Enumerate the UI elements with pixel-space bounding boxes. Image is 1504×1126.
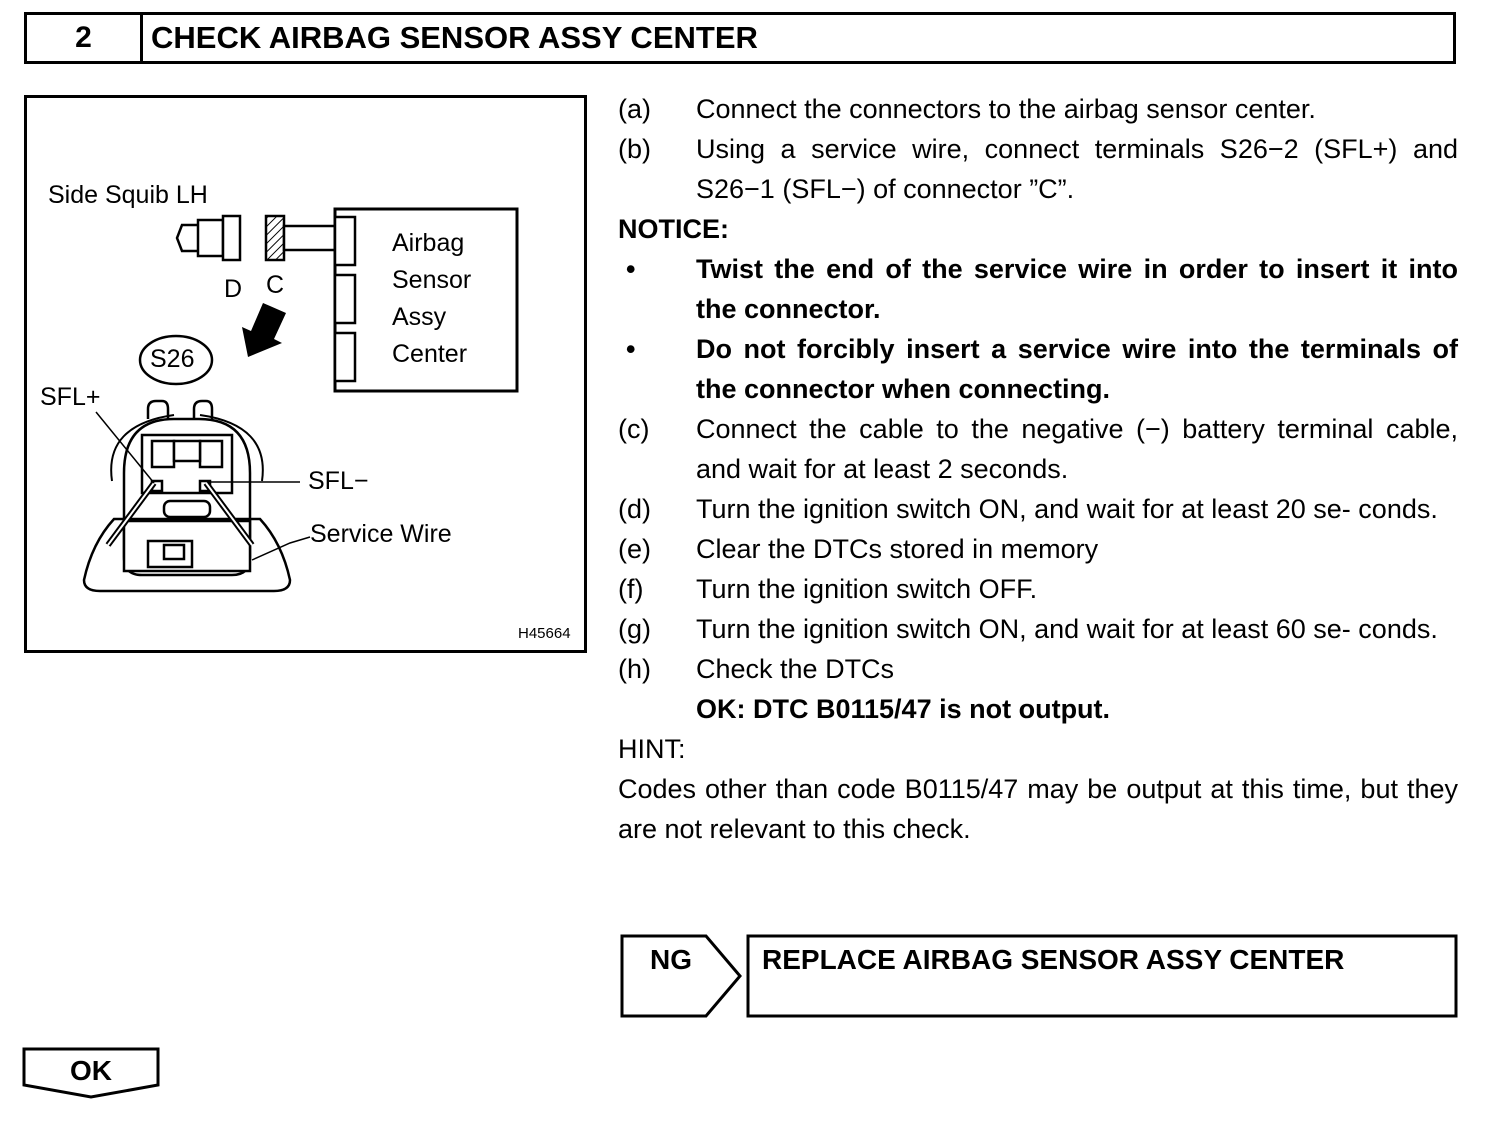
step-e: (e) Clear the DTCs stored in memory xyxy=(618,529,1458,569)
notice-item: • Do not forcibly insert a service wire … xyxy=(618,329,1458,409)
connector-c-label: C xyxy=(266,271,285,299)
ng-label: NG xyxy=(650,944,692,975)
step-marker: (h) xyxy=(618,654,651,684)
bullet-marker: • xyxy=(626,334,636,364)
connector-c-shape xyxy=(264,214,286,262)
step-h: (h) Check the DTCs xyxy=(618,649,1458,689)
step-text: Turn the ignition switch ON, and wait fo… xyxy=(696,614,1438,644)
step-marker: (a) xyxy=(618,94,651,124)
step-a: (a) Connect the connectors to the airbag… xyxy=(618,89,1458,129)
step-number: 2 xyxy=(27,15,143,61)
step-title: CHECK AIRBAG SENSOR ASSY CENTER xyxy=(151,20,758,55)
step-marker: (d) xyxy=(618,494,651,524)
ng-action: REPLACE AIRBAG SENSOR ASSY CENTER xyxy=(762,944,1345,975)
illustration-drawing xyxy=(24,95,587,653)
ng-box-frame xyxy=(620,934,1458,1018)
ok-label: OK xyxy=(70,1055,112,1086)
step-text: Connect the connectors to the airbag sen… xyxy=(696,94,1316,124)
notice-item: • Twist the end of the service wire in o… xyxy=(618,249,1458,329)
step-text: Check the DTCs xyxy=(696,654,895,684)
step-marker: (g) xyxy=(618,614,651,644)
s26-connector xyxy=(82,399,292,593)
sensor-label-line3: Assy xyxy=(392,303,447,331)
connector-d-label: D xyxy=(224,275,243,303)
side-squib-plug xyxy=(175,214,242,262)
step-g: (g) Turn the ignition switch ON, and wai… xyxy=(618,609,1458,649)
step-text: Clear the DTCs stored in memory xyxy=(696,534,1099,564)
step-c: (c) Connect the cable to the negative (−… xyxy=(618,409,1458,489)
ok-box-frame xyxy=(22,1047,160,1099)
connector-id-ellipse xyxy=(138,334,214,386)
step-marker: (b) xyxy=(618,134,651,164)
sfl-minus-label: SFL− xyxy=(308,467,369,495)
sensor-label-line4: Center xyxy=(392,340,468,368)
hint-heading: HINT: xyxy=(618,734,686,764)
ok-result: OK: DTC B0115/47 is not output. xyxy=(696,694,1111,724)
figure-code: H45664 xyxy=(518,625,571,642)
step-marker: (e) xyxy=(618,534,651,564)
step-text: Using a service wire, connect terminals … xyxy=(696,134,1458,204)
step-text: Turn the ignition switch ON, and wait fo… xyxy=(696,494,1438,524)
notice-text: Twist the end of the service wire in ord… xyxy=(696,254,1458,324)
service-wire-label: Service Wire xyxy=(310,520,452,548)
step-header: 2 CHECK AIRBAG SENSOR ASSY CENTER xyxy=(24,12,1456,64)
notice-text: Do not forcibly insert a service wire in… xyxy=(696,334,1458,404)
step-marker: (c) xyxy=(618,414,650,444)
sfl-plus-leader xyxy=(95,411,155,484)
step-marker: (f) xyxy=(618,574,644,604)
step-f: (f) Turn the ignition switch OFF. xyxy=(618,569,1458,609)
step-d: (d) Turn the ignition switch ON, and wai… xyxy=(618,489,1458,529)
notice-heading: NOTICE: xyxy=(618,214,729,244)
sfl-plus-label: SFL+ xyxy=(40,383,101,411)
step-text: Connect the cable to the negative (−) ba… xyxy=(696,414,1458,484)
hint-text: Codes other than code B0115/47 may be ou… xyxy=(618,774,1458,844)
ok-result-box: OK xyxy=(22,1047,162,1101)
side-squib-label: Side Squib LH xyxy=(48,181,208,209)
sensor-label-line1: Airbag xyxy=(392,229,465,257)
sensor-label-line2: Sensor xyxy=(392,266,472,294)
bullet-marker: • xyxy=(626,254,636,284)
procedure-text: (a) Connect the connectors to the airbag… xyxy=(618,89,1458,849)
service-wire-leader xyxy=(251,536,311,561)
down-arrow-icon xyxy=(242,303,286,357)
step-text: Turn the ignition switch OFF. xyxy=(696,574,1038,604)
ng-result-box: NG REPLACE AIRBAG SENSOR ASSY CENTER xyxy=(620,934,1460,1018)
wiring-illustration: Side Squib LH D C Airbag Sensor Assy Cen… xyxy=(24,95,587,653)
step-b: (b) Using a service wire, connect termin… xyxy=(618,129,1458,209)
connector-id-label: S26 xyxy=(150,345,195,373)
